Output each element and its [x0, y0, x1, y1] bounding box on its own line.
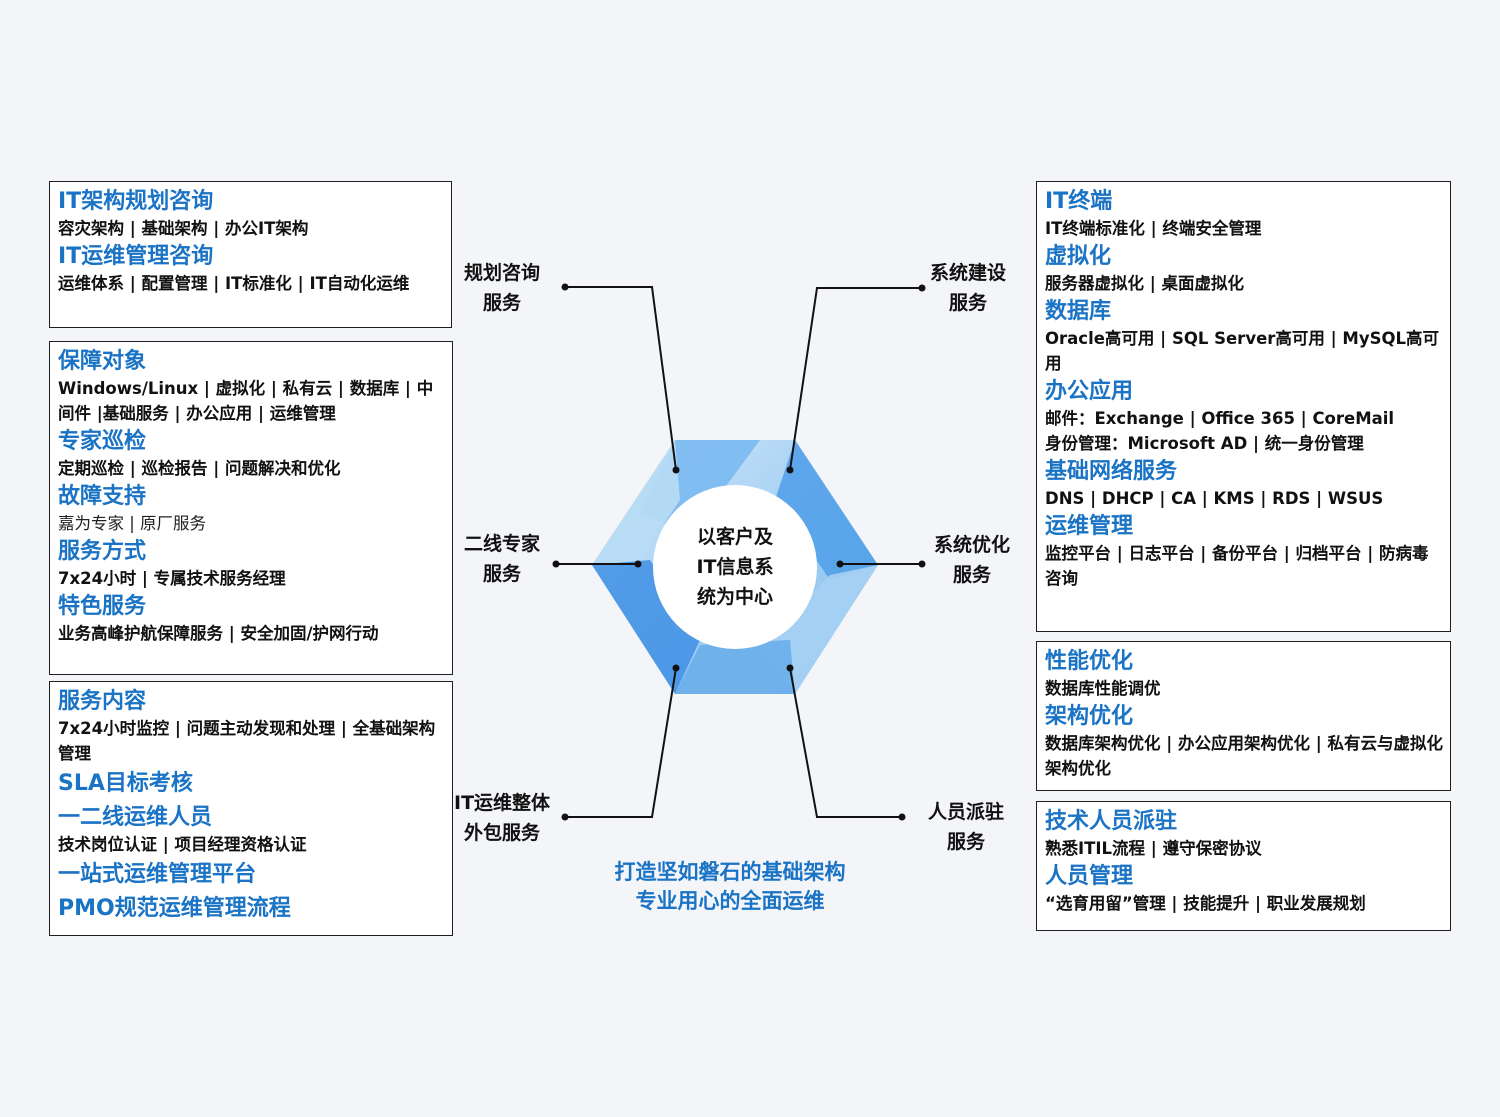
connector-lines [556, 286, 922, 818]
node-expert-line-2: 服务 [483, 563, 522, 585]
build-section-body: 服务器虚拟化 | 桌面虚拟化 [1045, 274, 1245, 293]
node-optimize-label: 系统优化 服务 [934, 530, 1010, 590]
optimize-section-body: 数据库架构优化 | 办公应用架构优化 | 私有云与虚拟化架构优化 [1045, 734, 1444, 778]
expert-section-body: 7x24小时 | 专属技术服务经理 [58, 569, 286, 588]
outsourcing-section-body: 7x24小时监控 | 问题主动发现和处理 | 全基础架构管理 [58, 719, 436, 763]
build-section-title: 基础网络服务 [1045, 459, 1178, 484]
node-build-label: 系统建设 服务 [930, 258, 1006, 318]
node-staffing-line-2: 服务 [947, 831, 986, 853]
slogan-line-1: 打造坚如磐石的基础架构 [614, 860, 846, 884]
node-build-line-1: 系统建设 [930, 262, 1007, 284]
panel-expert: 保障对象 Windows/Linux | 虚拟化 | 私有云 | 数据库 | 中… [49, 341, 453, 675]
slogan-line-2: 专业用心的全面运维 [635, 889, 825, 913]
expert-section-body: 嘉为专家 | 原厂服务 [58, 514, 207, 533]
planning-section-title: IT运维管理咨询 [58, 244, 214, 269]
optimize-section-title: 架构优化 [1045, 704, 1134, 729]
build-section-title: 虚拟化 [1045, 244, 1112, 269]
connector-dots [552, 283, 926, 821]
expert-section-body: 定期巡检 | 巡检报告 | 问题解决和优化 [58, 459, 341, 478]
staffing-section-body: 熟悉ITIL流程 | 遵守保密协议 [1045, 839, 1262, 858]
node-outsourcing-line-1: IT运维整体 [454, 792, 551, 814]
node-planning-line-1: 规划咨询 [464, 262, 541, 284]
build-section-body: 监控平台 | 日志平台 | 备份平台 | 归档平台 | 防病毒咨询 [1045, 544, 1429, 588]
optimize-section-title: 性能优化 [1045, 649, 1134, 674]
build-section-body: IT终端标准化 | 终端安全管理 [1045, 219, 1262, 238]
panel-outsourcing: 服务内容 7x24小时监控 | 问题主动发现和处理 | 全基础架构管理 SLA目… [49, 681, 453, 936]
build-section-body: 邮件：Exchange | Office 365 | CoreMail [1045, 409, 1395, 428]
expert-section-title: 服务方式 [58, 539, 147, 564]
node-build-line-2: 服务 [949, 292, 988, 314]
outsourcing-section-body: 技术岗位认证 | 项目经理资格认证 [58, 835, 307, 854]
expert-section-body: Windows/Linux | 虚拟化 | 私有云 | 数据库 | 中间件 |基… [58, 379, 434, 423]
slogan: 打造坚如磐石的基础架构 专业用心的全面运维 [560, 858, 900, 916]
panel-build: IT终端 IT终端标准化 | 终端安全管理 虚拟化 服务器虚拟化 | 桌面虚拟化… [1036, 181, 1451, 632]
outsourcing-section-title: PMO规范运维管理流程 [58, 896, 291, 921]
panel-staffing: 技术人员派驻 熟悉ITIL流程 | 遵守保密协议 人员管理 “选育用留”管理 |… [1036, 801, 1451, 931]
node-staffing-label: 人员派驻 服务 [928, 797, 1004, 857]
node-optimize-line-1: 系统优化 [934, 534, 1011, 556]
build-section-body: DNS | DHCP | CA | KMS | RDS | WSUS [1045, 489, 1384, 508]
outsourcing-section-title: 一二线运维人员 [58, 805, 213, 830]
expert-section-title: 专家巡检 [58, 429, 147, 454]
panel-planning: IT架构规划咨询 容灾架构 | 基础架构 | 办公IT架构 IT运维管理咨询 运… [49, 181, 452, 328]
build-section-title: 数据库 [1045, 299, 1112, 324]
node-expert-label: 二线专家 服务 [464, 529, 540, 589]
planning-section-body: 容灾架构 | 基础架构 | 办公IT架构 [58, 219, 309, 238]
node-optimize-line-2: 服务 [953, 564, 992, 586]
node-planning-line-2: 服务 [483, 292, 522, 314]
build-section-title: 办公应用 [1045, 379, 1134, 404]
node-staffing-line-1: 人员派驻 [928, 801, 1005, 823]
outsourcing-section-title: SLA目标考核 [58, 771, 193, 796]
node-expert-line-1: 二线专家 [464, 533, 541, 555]
node-outsourcing-line-2: 外包服务 [464, 822, 541, 844]
expert-section-title: 故障支持 [58, 484, 147, 509]
build-section-title: IT终端 [1045, 189, 1113, 214]
node-outsourcing-label: IT运维整体 外包服务 [454, 788, 550, 848]
outsourcing-section-title: 一站式运维管理平台 [58, 862, 257, 887]
expert-section-body: 业务高峰护航保障服务 | 安全加固/护网行动 [58, 624, 379, 643]
staffing-section-body: “选育用留”管理 | 技能提升 | 职业发展规划 [1045, 894, 1366, 913]
build-section-body-2: 身份管理：Microsoft AD | 统一身份管理 [1045, 434, 1364, 453]
expert-section-title: 保障对象 [58, 349, 147, 374]
build-section-title: 运维管理 [1045, 514, 1134, 539]
center-line-1: 以客户及 [696, 526, 773, 548]
planning-section-body: 运维体系 | 配置管理 | IT标准化 | IT自动化运维 [58, 274, 410, 293]
node-planning-label: 规划咨询 服务 [464, 258, 540, 318]
center-line-3: 统为中心 [696, 586, 773, 608]
staffing-section-title: 技术人员派驻 [1045, 809, 1178, 834]
center-label: 以客户及 IT信息系 统为中心 [680, 522, 790, 612]
build-section-body: Oracle高可用 | SQL Server高可用 | MySQL高可用 [1045, 329, 1440, 373]
hexagon-ring-graphic [592, 440, 878, 694]
staffing-section-title: 人员管理 [1045, 864, 1134, 889]
optimize-section-body: 数据库性能调优 [1045, 679, 1161, 698]
planning-section-title: IT架构规划咨询 [58, 189, 214, 214]
center-line-2: IT信息系 [696, 556, 774, 578]
outsourcing-section-title: 服务内容 [58, 689, 147, 714]
panel-optimize: 性能优化 数据库性能调优 架构优化 数据库架构优化 | 办公应用架构优化 | 私… [1036, 641, 1451, 791]
expert-section-title: 特色服务 [58, 594, 147, 619]
